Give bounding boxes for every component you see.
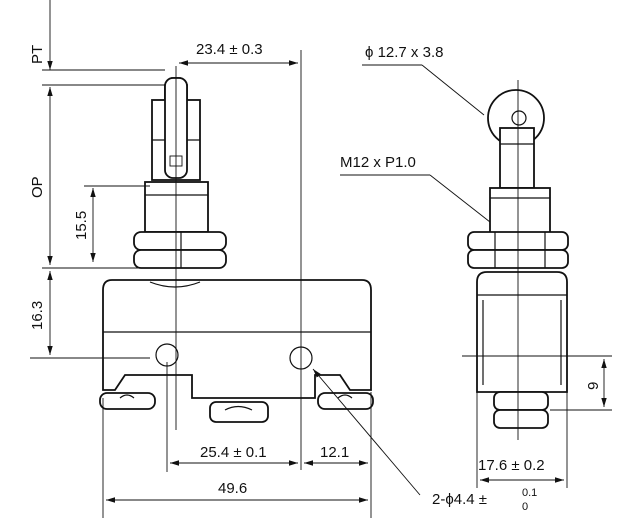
label-49-6: 49.6 <box>218 480 247 497</box>
labels: PT OP 15.5 16.3 23.4 ± 0.3 ϕ 12.7 x 3.8 … <box>29 41 602 513</box>
terminal-center <box>209 401 269 423</box>
front-view <box>99 66 374 430</box>
nut-lower <box>133 249 227 269</box>
label-holes-tol-upper: 0.1 <box>522 487 537 499</box>
side-terminal-upper <box>493 391 549 411</box>
side-view <box>467 80 569 440</box>
terminal-left <box>99 392 156 410</box>
label-op: OP <box>29 176 46 198</box>
label-pt: PT <box>29 45 46 64</box>
label-holes-tol-lower: 0 <box>522 501 528 513</box>
side-terminal-lower <box>493 409 549 429</box>
side-body <box>476 271 568 393</box>
nut-upper <box>133 231 227 251</box>
bushing <box>144 181 209 233</box>
label-holes: 2-ϕ4.4 ± <box>432 491 487 508</box>
label-12-1: 12.1 <box>320 444 349 461</box>
switch-body <box>102 279 372 399</box>
label-23-4: 23.4 ± 0.3 <box>196 41 263 58</box>
label-25-4: 25.4 ± 0.1 <box>200 444 267 461</box>
label-16-3: 16.3 <box>29 301 46 330</box>
side-bushing <box>489 187 551 234</box>
side-dimensions <box>340 64 612 488</box>
label-17-6: 17.6 ± 0.2 <box>478 457 545 474</box>
front-dimensions <box>30 0 421 518</box>
label-roller: ϕ 12.7 x 3.8 <box>365 44 443 61</box>
side-plunger <box>499 127 535 189</box>
label-9: 9 <box>585 382 602 390</box>
label-thread: M12 x P1.0 <box>340 154 416 171</box>
terminal-right <box>317 392 374 410</box>
label-15-5: 15.5 <box>73 211 90 240</box>
